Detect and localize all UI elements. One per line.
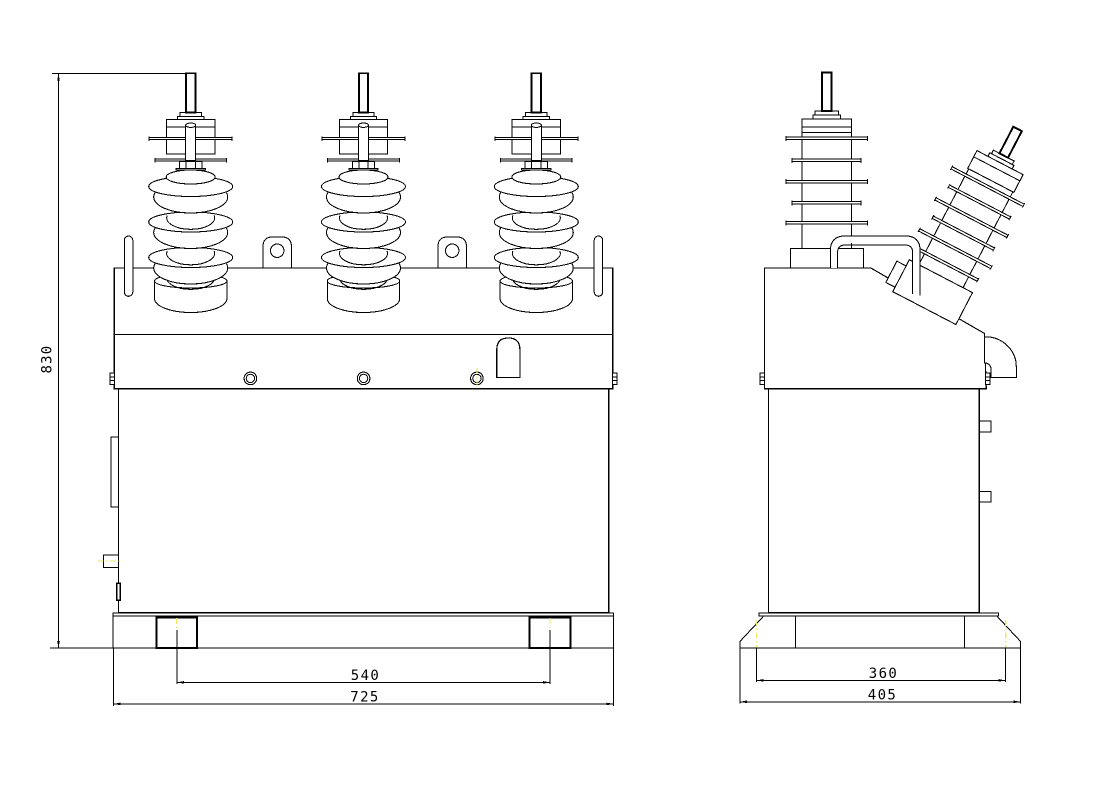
side-clamp-right [984,372,991,386]
dim-label-405: 405 [868,688,898,704]
side-view [739,71,1055,649]
front-lug-right [437,236,467,269]
side-clamp-left [759,372,765,386]
dim-label-725: 725 [350,690,380,706]
side-handle-outer [829,235,921,296]
side-body [759,372,992,614]
dim-overall-height: 830 [40,72,186,649]
front-band-bolt-1 [243,371,258,386]
front-arch-port [496,337,521,379]
dim-label-540: 540 [351,668,381,684]
front-hinge-tick [115,582,122,602]
front-band-bolt-2 [356,371,371,386]
front-hook-right [593,235,604,297]
front-base [112,612,615,649]
side-base [739,612,1022,649]
dim-label-830: 830 [40,345,56,374]
dim-front-base-width: 725 [112,648,614,706]
dim-side-foot-span: 360 [755,647,1007,682]
dimensions: 830 540 725 360 405 [40,72,1022,706]
dim-front-foot-span: 540 [176,630,551,684]
dim-label-360: 360 [869,666,899,682]
front-side-bracket [110,436,120,508]
side-tab-lower [978,490,992,503]
side-body-box [767,388,980,614]
front-view [97,72,618,649]
side-tab-upper [978,420,992,433]
front-hook-left [123,235,134,297]
front-clamp-right [612,372,618,386]
side-handle [829,235,921,296]
front-lug-left [262,236,292,269]
side-elbow-spout [984,336,1017,379]
front-body-box [117,388,610,614]
front-band-details [109,337,618,393]
side-base-trapezoid [739,615,1022,649]
side-handle-inner [837,244,914,295]
front-clamp-left [109,372,115,386]
front-body [97,388,610,614]
dim-side-base-width: 405 [739,648,1022,704]
side-bushing-block [790,247,864,269]
side-handle-fill [830,236,920,295]
